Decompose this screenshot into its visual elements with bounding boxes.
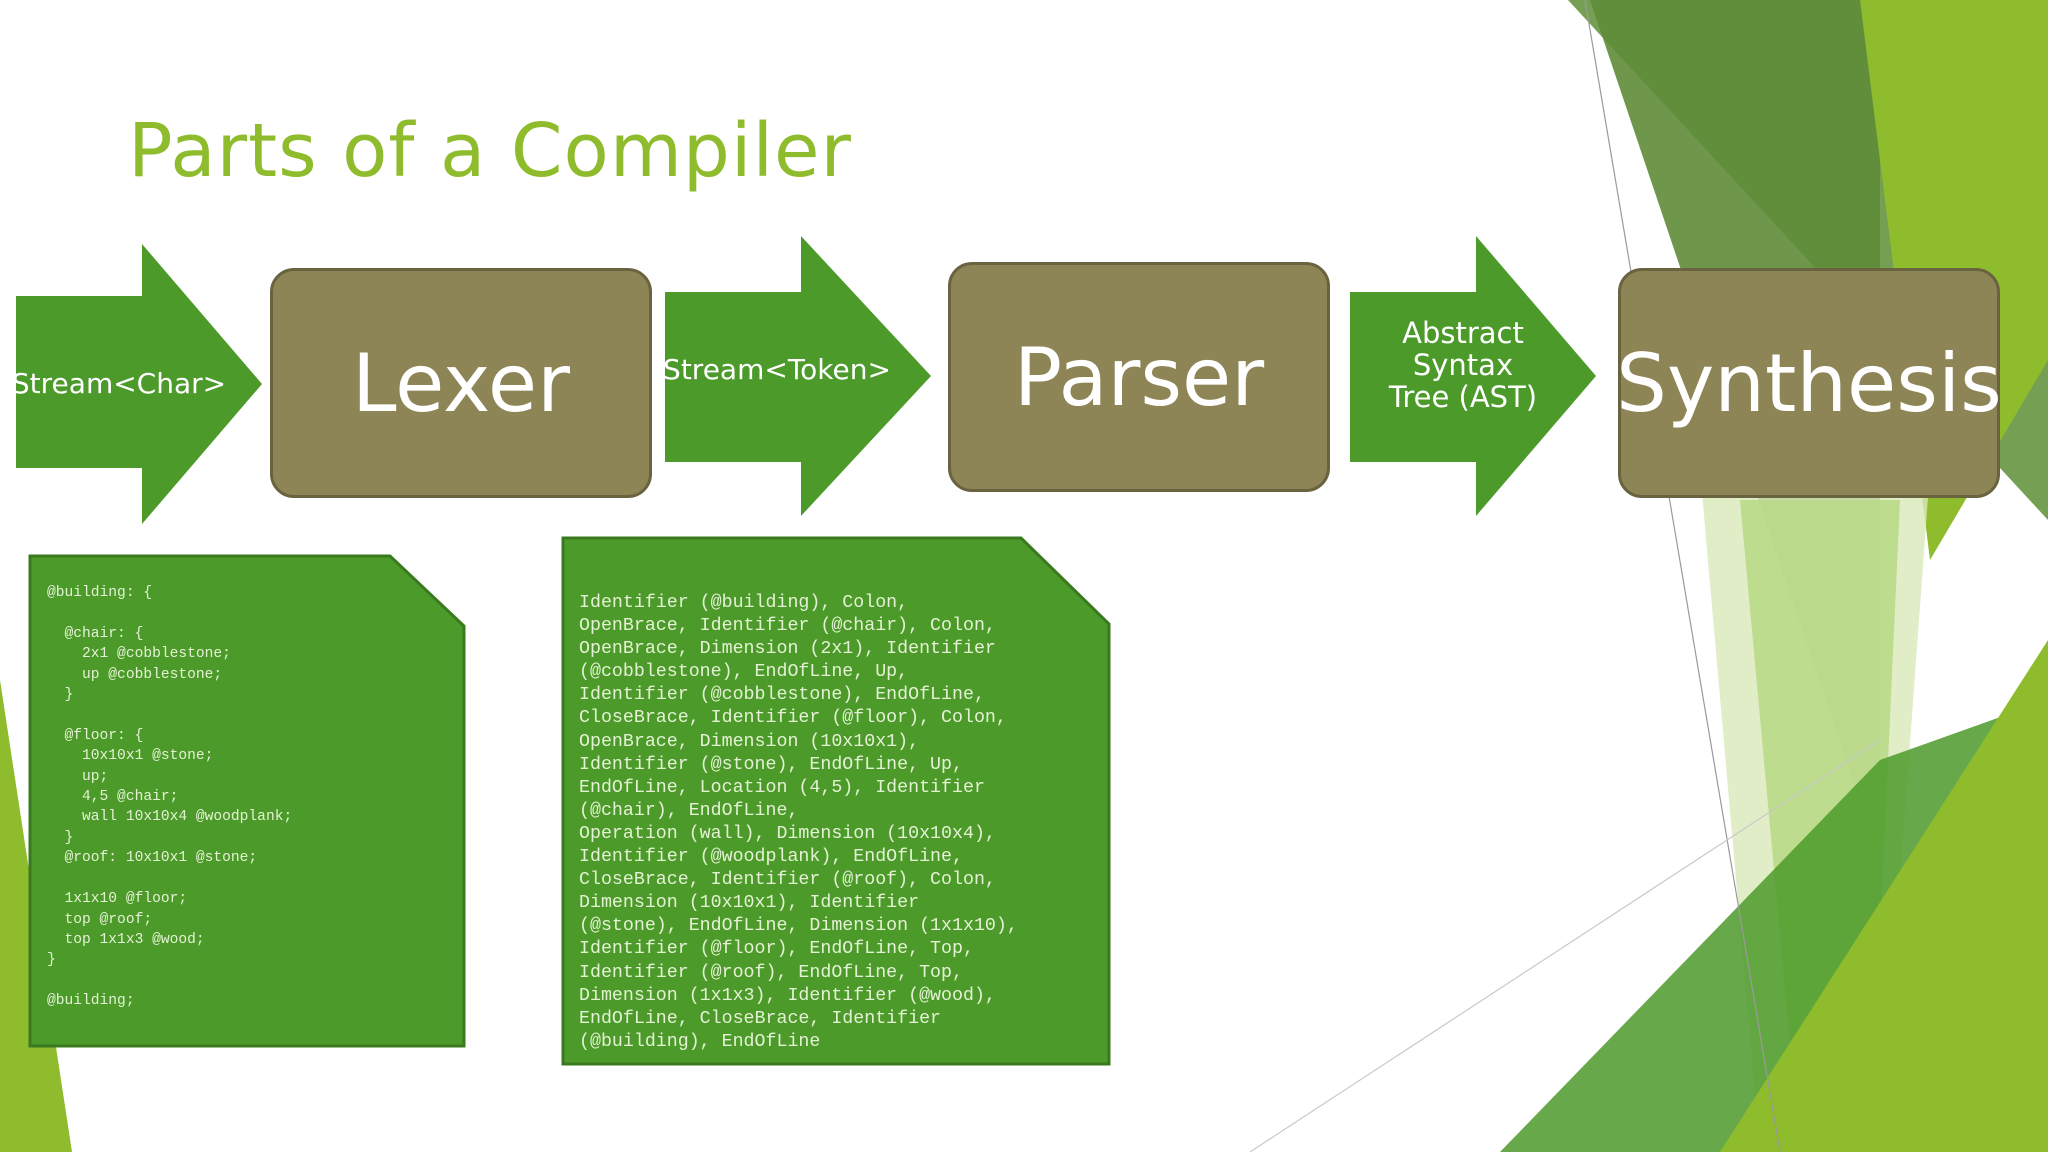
arrow-label: Stream<Token>	[663, 352, 891, 386]
arrow-shape	[16, 244, 262, 524]
arrow-label: Stream<Char>	[11, 366, 227, 400]
token-stream-text: Identifier (@building), Colon, OpenBrace…	[579, 593, 1018, 1052]
note-shape	[561, 536, 1111, 1066]
stage-lexer: Lexer	[270, 268, 652, 498]
note-shape	[28, 554, 466, 1048]
decor-line	[1249, 739, 1881, 1152]
arrow-shape	[665, 236, 931, 516]
token-stream-note: Identifier (@building), Colon, OpenBrace…	[561, 536, 1111, 1066]
page-title: Parts of a Compiler	[128, 108, 852, 194]
arrow-stream-token: Stream<Token>	[663, 236, 931, 516]
right-facet-corner	[1720, 640, 2048, 1152]
source-code-text: @building: { @chair: { 2x1 @cobblestone;…	[47, 585, 293, 1010]
arrow-ast: Abstract Syntax Tree (AST)	[1350, 236, 1596, 516]
stage-parser: Parser	[948, 262, 1330, 492]
arrow-stream-char: Stream<Char>	[11, 244, 262, 524]
arrow-label: Abstract Syntax Tree (AST)	[1388, 316, 1538, 414]
source-code-note: @building: { @chair: { 2x1 @cobblestone;…	[28, 554, 466, 1048]
decor-line	[1584, 0, 1781, 1152]
stage-synthesis: Synthesis	[1616, 268, 2002, 498]
arrow-shape	[1350, 236, 1596, 516]
